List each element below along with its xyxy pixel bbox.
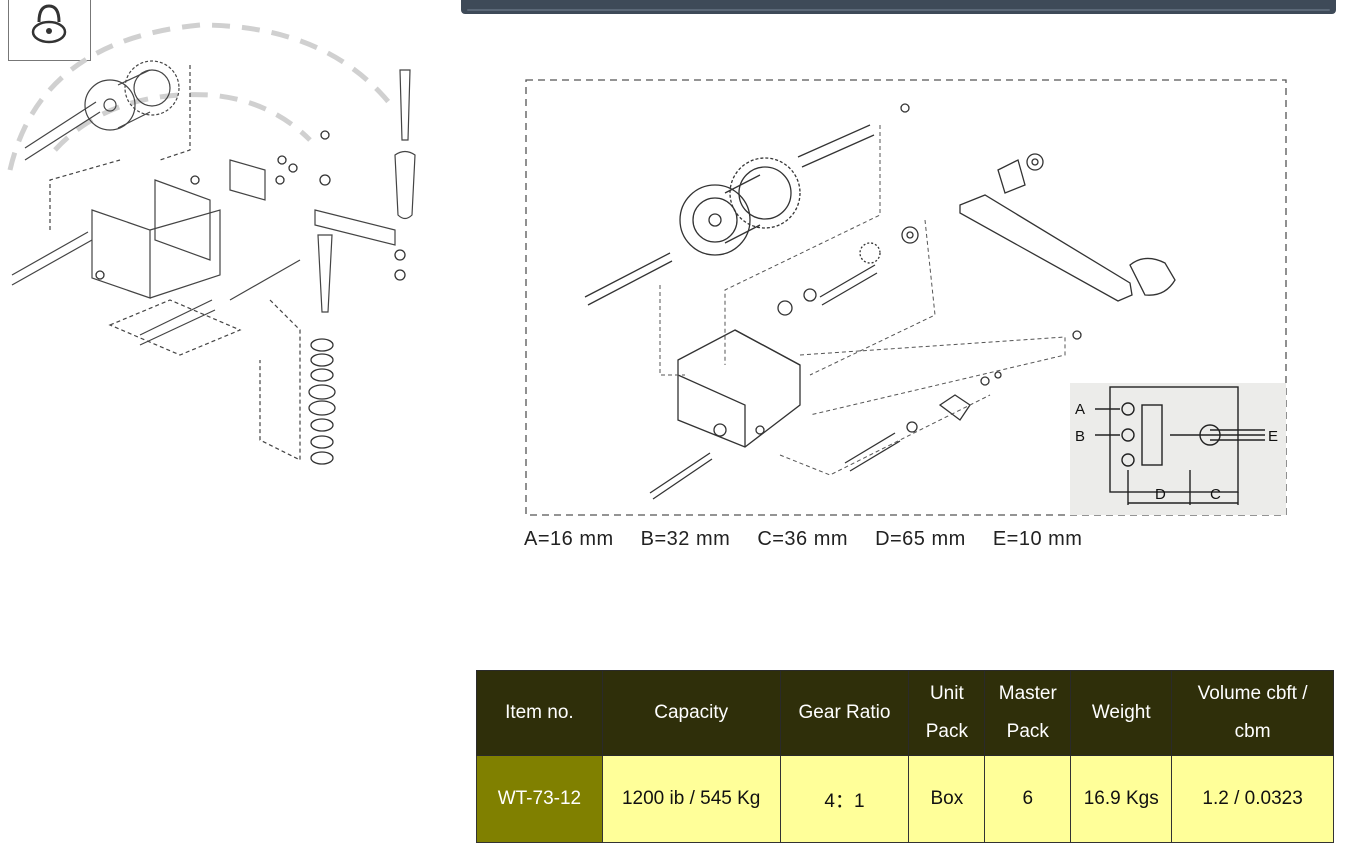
top-bar <box>461 0 1336 14</box>
header-gear-ratio: Gear Ratio <box>779 670 910 756</box>
header-weight: Weight <box>1070 670 1173 756</box>
dimension-a: A=16 mm <box>524 528 614 550</box>
header-capacity: Capacity <box>601 670 781 756</box>
cell-gear-ratio: 4：1 <box>779 755 910 843</box>
dimension-c: C=36 mm <box>757 528 849 550</box>
lock-thumbnail[interactable] <box>8 0 91 61</box>
header-master-pack-line1: Master <box>998 683 1057 704</box>
dimension-d: D=65 mm <box>875 528 966 550</box>
dimension-legend: A=16 mm B=32 mm C=36 mm D=65 mm E=10 mm <box>524 528 1304 554</box>
header-unit-pack-line1: Unit <box>929 683 964 704</box>
dimension-e: E=10 mm <box>992 528 1083 550</box>
header-volume: Volume cbft / cbm <box>1171 670 1334 756</box>
inset-label-a: A <box>1075 401 1085 418</box>
inset-label-b: B <box>1075 428 1085 445</box>
header-master-pack-line2: Pack <box>1006 721 1049 742</box>
left-exploded-diagram <box>7 22 416 465</box>
inset-label-c: C <box>1210 486 1221 503</box>
cell-item-no: WT-73-12 <box>476 755 603 843</box>
inset-label-d: D <box>1155 486 1166 503</box>
header-volume-line1: Volume cbft / <box>1197 683 1308 704</box>
padlock-icon <box>31 4 67 44</box>
header-unit-pack-line2: Pack <box>925 721 968 742</box>
cell-unit-pack: Box <box>908 755 986 843</box>
cell-master-pack: 6 <box>984 755 1072 843</box>
header-item-no: Item no. <box>476 670 603 756</box>
main-exploded-diagram: A B D C E <box>525 79 1287 516</box>
dimension-b: B=32 mm <box>640 528 731 550</box>
header-volume-line2: cbm <box>1234 721 1271 742</box>
cell-weight: 16.9 Kgs <box>1070 755 1173 843</box>
cell-volume: 1.2 / 0.0323 <box>1171 755 1334 843</box>
cell-capacity: 1200 ib / 545 Kg <box>601 755 781 843</box>
table-row: WT-73-12 1200 ib / 545 Kg 4：1 Box 6 16.9… <box>476 755 1334 843</box>
inset-label-e: E <box>1268 428 1278 445</box>
